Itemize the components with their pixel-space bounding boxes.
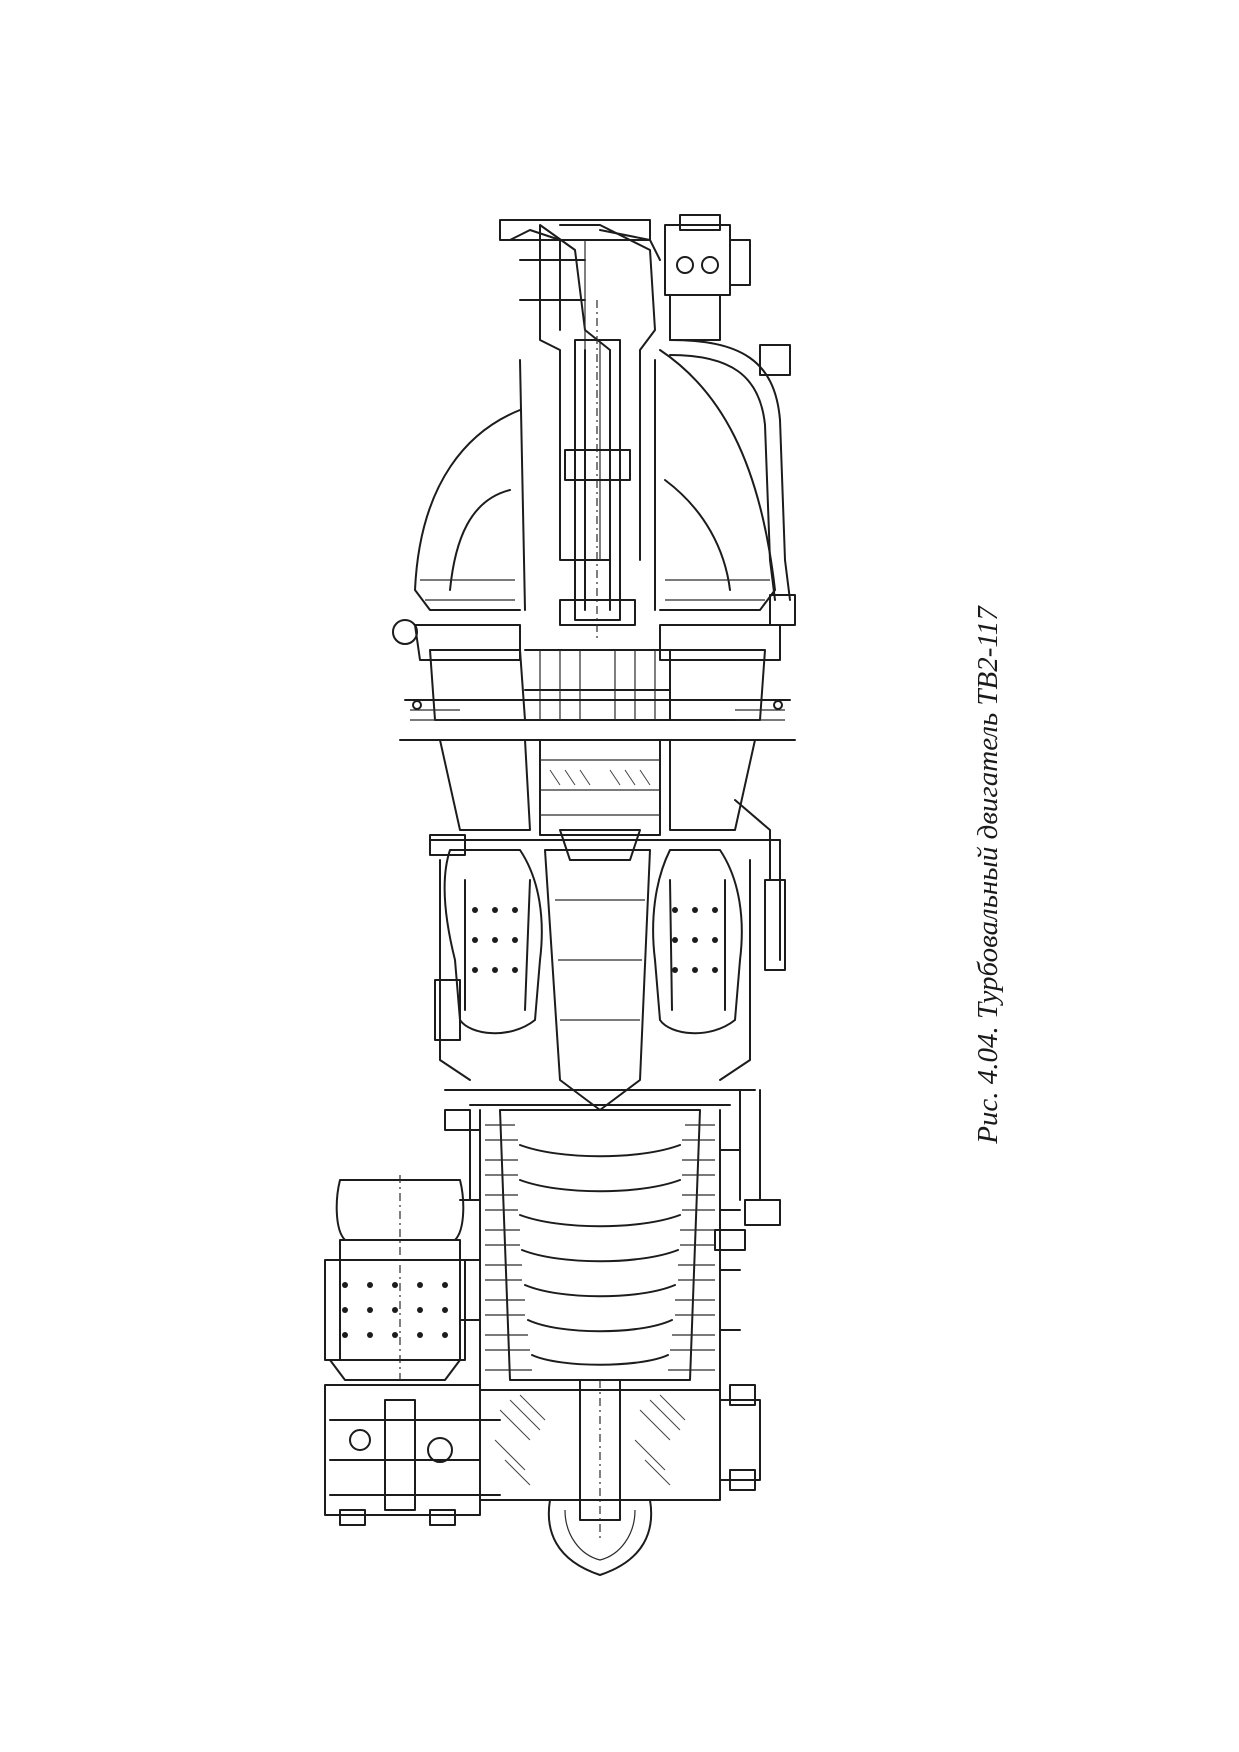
exhaust-duct-right (654, 349, 781, 661)
accessory-unit-top (664, 214, 751, 341)
power-turbine (399, 649, 796, 741)
casing-flanges (429, 839, 771, 1106)
accessory-drive-box (324, 1384, 501, 1526)
fittings-left (434, 979, 471, 1201)
starter-generator (324, 1175, 466, 1381)
compressor-turbine (439, 739, 756, 861)
compressor-blades (485, 1124, 715, 1371)
inlet-gearbox (479, 1379, 761, 1540)
liner-holes-left (472, 907, 518, 973)
exhaust-housing (499, 219, 661, 561)
exhaust-duct-left (392, 359, 526, 661)
output-shaft (559, 300, 636, 640)
combustion-chamber-right (652, 849, 751, 1081)
compressor-stages (519, 1144, 681, 1366)
axial-compressor (459, 1109, 741, 1391)
external-oil-pipe (669, 339, 796, 626)
starter-vent-holes (342, 1282, 448, 1338)
central-cone (544, 849, 651, 1111)
figure-caption: Рис. 4.04. Турбовальный двигатель ТВ2-11… (972, 606, 1004, 1144)
liner-holes-right (672, 907, 718, 973)
inlet-nose-cone (547, 1499, 653, 1576)
combustion-chamber-left (429, 834, 543, 1081)
